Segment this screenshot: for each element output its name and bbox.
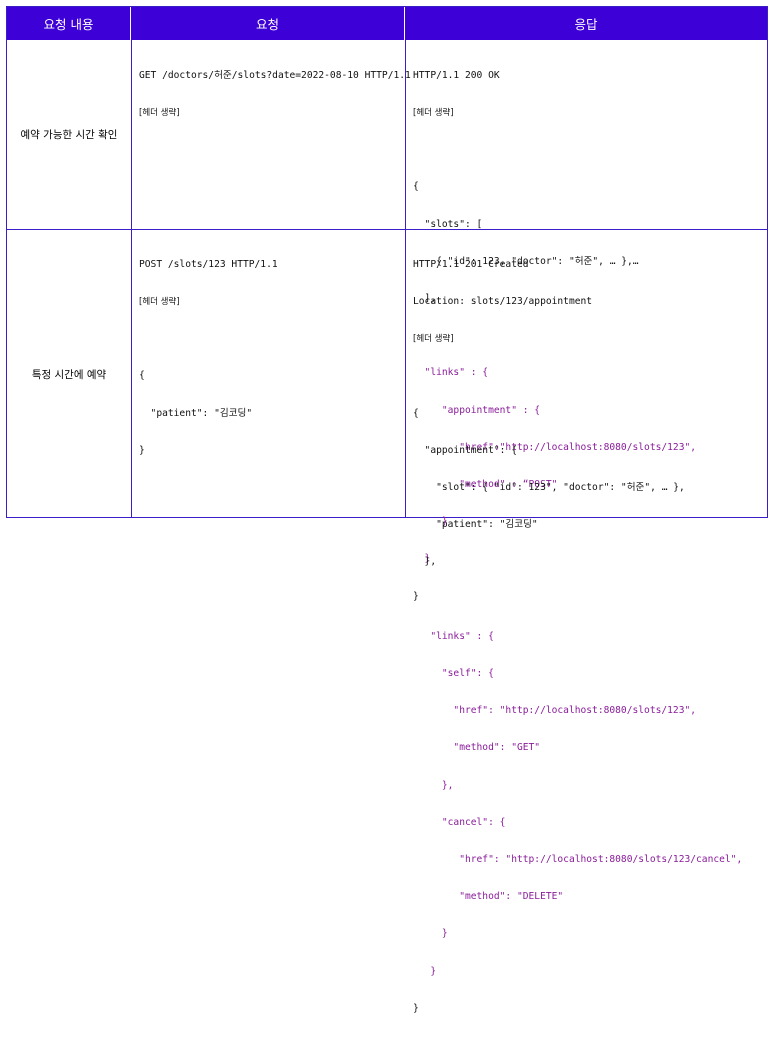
code-line (413, 594, 742, 606)
code-line: "links" : { (413, 367, 489, 379)
code-line: [헤더 생략] (413, 108, 454, 119)
code-line: "method": "DELETE" (413, 891, 564, 903)
code-line (413, 144, 696, 156)
code-line: { (139, 370, 145, 382)
response-block: HTTP/1.1 201 Created Location: slots/123… (413, 234, 742, 1040)
code-line: }, (413, 779, 454, 791)
code-line: HTTP/1.1 201 Created (413, 258, 529, 270)
header-request-content: 요청 내용 (7, 7, 131, 40)
code-line: POST /slots/123 HTTP/1.1 (139, 258, 278, 270)
code-line: [헤더 생략] (139, 108, 180, 119)
code-line: } (413, 928, 448, 940)
code-line: "href": "http://localhost:8080/slots/123… (413, 705, 697, 717)
code-line: } (139, 444, 145, 456)
code-line: "href":"http://localhost:8080/slots/123"… (413, 441, 697, 453)
code-line: [헤더 생략] (139, 297, 180, 308)
code-line: "appointment" : { (413, 404, 541, 416)
header-response: 응답 (405, 7, 767, 40)
header-request: 요청 (131, 7, 405, 40)
code-line: { "id": 123, "doctor": "허준", … },… (413, 255, 639, 267)
row-label-check-slots: 예약 가능한 시간 확인 (20, 129, 118, 141)
row-label-book-slot: 특정 시간에 예약 (31, 369, 107, 381)
code-line: }, (413, 556, 437, 568)
api-comparison-table: 요청 내용 요청 응답 예약 가능한 시간 확인 GET /doctors/허준… (6, 6, 768, 1014)
code-line: "slot": { "id": 123", "doctor": "허준", … … (413, 482, 685, 494)
code-line: "slots": [ (413, 218, 483, 230)
code-line: Location: slots/123/appointment (413, 296, 593, 308)
request-block: POST /slots/123 HTTP/1.1 [헤더 생략] { "pati… (139, 234, 278, 482)
code-line: ], (413, 293, 437, 305)
code-line: "patient": "김코딩" (139, 407, 253, 419)
code-line (139, 333, 278, 345)
code-line: "appointment": { (413, 444, 517, 456)
code-line: GET /doctors/허준/slots?date=2022-08-10 HT… (139, 69, 411, 81)
column-divider (405, 40, 406, 517)
code-line: "cancel": { (413, 816, 506, 828)
code-line: } (413, 1002, 419, 1014)
code-line: { (413, 181, 419, 193)
code-line: HTTP/1.1 200 OK (413, 69, 500, 81)
code-line: "method" : “POST" (413, 479, 558, 491)
code-line: [헤더 생략] (413, 334, 454, 345)
code-line: { (413, 407, 419, 419)
row-divider (7, 229, 767, 230)
code-line: "patient": "김코딩" (413, 519, 538, 531)
request-block: GET /doctors/허준/slots?date=2022-08-10 HT… (139, 45, 411, 144)
code-line (413, 370, 742, 382)
code-line: "method": "GET" (413, 742, 541, 754)
column-divider (131, 40, 132, 517)
code-line: } (413, 965, 437, 977)
code-line: "href": "http://localhost:8080/slots/123… (413, 854, 743, 866)
code-line: "links" : { (413, 630, 494, 642)
code-line: "self": { (413, 668, 494, 680)
